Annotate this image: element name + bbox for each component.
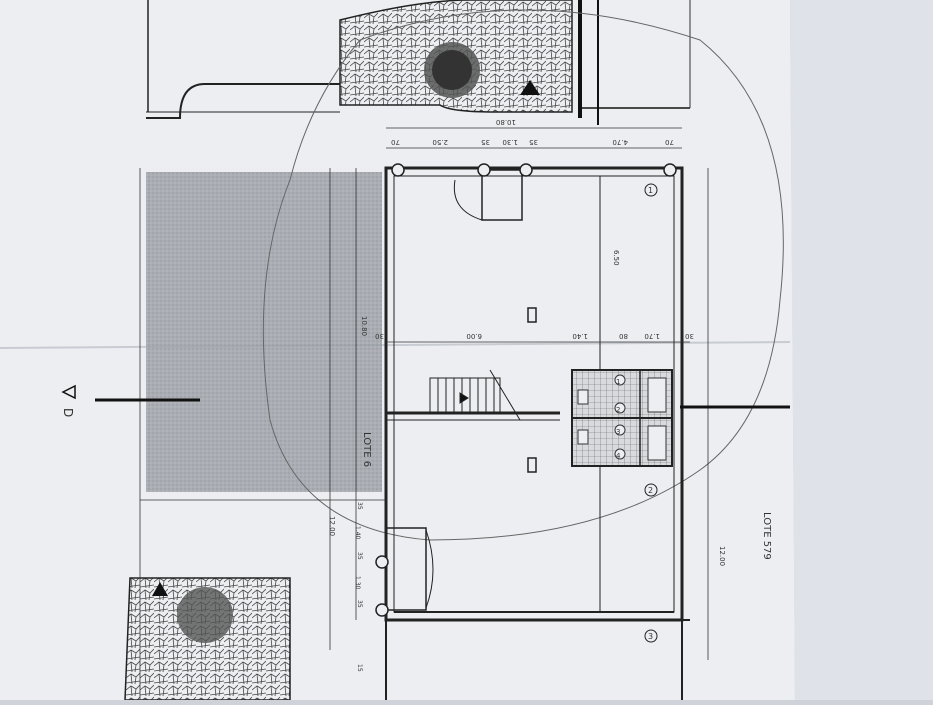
top-entrance-door <box>391 163 677 221</box>
dim-left-s1: 35 <box>356 502 363 510</box>
room-marker-3 <box>644 629 658 643</box>
side-entrance-door <box>375 527 434 617</box>
room-mark-label-3: 3 <box>648 632 653 641</box>
lot-left-label: LOTE 6 <box>361 432 372 467</box>
dim-mid-c: 1.70 <box>644 332 660 340</box>
wc-mark-2: 2 <box>616 406 620 414</box>
lot-right-label: LOTE 579 <box>761 512 772 560</box>
bottom-tree-icon <box>177 587 233 643</box>
dim-top-c: 35 <box>481 138 490 146</box>
paper-fold <box>0 341 791 349</box>
dim-top-g: 70 <box>665 138 674 146</box>
dimension-lines <box>139 127 709 700</box>
dim-left-s4: 1.30 <box>354 576 361 590</box>
dim-left-s2: 1.40 <box>354 526 361 540</box>
dim-top-d: 1.30 <box>502 138 518 146</box>
dim-top-b: 2.50 <box>432 138 448 146</box>
staircase <box>429 369 521 421</box>
wc-mark-3: 3 <box>616 428 620 436</box>
column-upper <box>527 307 537 323</box>
dim-mid-width: 6.00 <box>466 332 482 340</box>
dim-top-e: 35 <box>529 138 538 146</box>
room-mark-label-1: 1 <box>648 186 653 195</box>
tree-canopy-outline <box>262 9 784 541</box>
room-marker-1 <box>644 183 658 197</box>
wc-mark-4: 4 <box>616 452 621 460</box>
shaded-neighbor-area <box>146 172 382 492</box>
dim-left-upper: 10.80 <box>360 316 368 336</box>
dim-left-s6: 15 <box>356 664 363 672</box>
wc-mark-1: 1 <box>616 378 620 386</box>
dim-top-f: 4.70 <box>612 138 628 146</box>
dim-overall-top: 10.80 <box>496 118 516 126</box>
dim-right-lower: 12.00 <box>718 546 726 566</box>
section-mark-label: D <box>61 408 75 417</box>
paper-shadow <box>790 0 933 700</box>
dim-left-s5: 35 <box>356 600 363 608</box>
dim-mid-left: 30 <box>375 332 384 340</box>
dim-mid-b: 80 <box>619 332 628 340</box>
dim-top-a: 70 <box>391 138 400 146</box>
dim-left-s3: 35 <box>356 552 363 560</box>
column-lower <box>527 457 537 473</box>
dim-left-lower: 12.00 <box>328 516 336 536</box>
dim-right-upper: 6.50 <box>612 250 620 266</box>
room-mark-label-2: 2 <box>648 486 653 495</box>
dim-mid-a: 1.40 <box>572 332 588 340</box>
road-curb <box>146 83 340 119</box>
room-marker-2 <box>644 483 658 497</box>
restroom-block <box>571 369 673 467</box>
entrance-arrow-icon <box>520 80 540 95</box>
dim-mid-d: 30 <box>685 332 694 340</box>
north-arrow-icon <box>152 582 168 596</box>
section-marker-icon <box>61 384 76 400</box>
